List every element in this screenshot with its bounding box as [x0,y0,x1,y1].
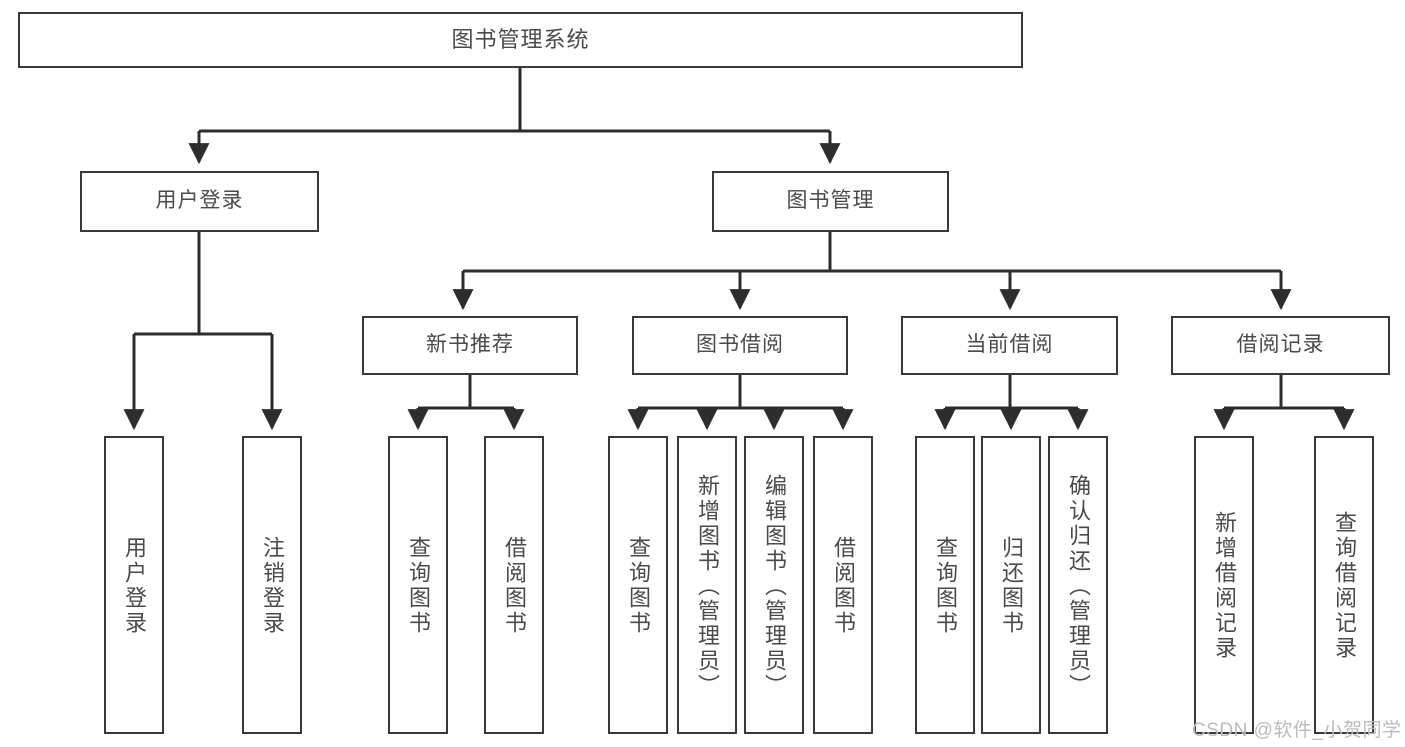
leaf-borrow-book-2[interactable]: 借阅图书 [813,436,873,734]
leaf-confirm-return[interactable]: 确认归还（管理员） [1048,436,1108,734]
leaf-edit-book-label: 编辑图书（管理员） [762,473,787,699]
leaf-query-record-label: 查询借阅记录 [1332,511,1357,661]
node-current-borrow[interactable]: 当前借阅 [901,316,1118,375]
node-book-management-label: 图书管理 [786,189,875,213]
leaf-edit-book[interactable]: 编辑图书（管理员） [744,436,804,734]
node-user-login-label: 用户登录 [155,189,244,213]
leaf-confirm-return-label: 确认归还（管理员） [1066,473,1091,699]
leaf-add-book[interactable]: 新增图书（管理员） [677,436,737,734]
node-root-label: 图书管理系统 [451,27,590,53]
node-user-login[interactable]: 用户登录 [80,171,319,232]
leaf-add-book-label: 新增图书（管理员） [695,473,720,699]
node-book-borrow[interactable]: 图书借阅 [632,316,848,375]
leaf-borrow-book-1[interactable]: 借阅图书 [484,436,544,734]
leaf-query-record[interactable]: 查询借阅记录 [1314,436,1374,734]
leaf-return-book-label: 归还图书 [999,536,1024,636]
node-current-borrow-label: 当前借阅 [965,333,1054,357]
leaf-query-book-3-label: 查询图书 [933,536,958,636]
leaf-query-book-3[interactable]: 查询图书 [915,436,975,734]
leaf-query-book-1-label: 查询图书 [406,536,431,636]
leaf-borrow-book-1-label: 借阅图书 [502,536,527,636]
leaf-query-book-1[interactable]: 查询图书 [388,436,448,734]
leaf-borrow-book-2-label: 借阅图书 [831,536,856,636]
leaf-query-book-2-label: 查询图书 [626,536,651,636]
node-borrow-record-label: 借阅记录 [1236,333,1325,357]
node-book-management[interactable]: 图书管理 [712,171,949,232]
leaf-logout-label: 注销登录 [260,536,285,636]
node-new-book-recommend-label: 新书推荐 [426,333,514,357]
node-book-borrow-label: 图书借阅 [696,333,784,357]
leaf-user-login-label: 用户登录 [122,536,147,636]
leaf-logout[interactable]: 注销登录 [242,436,302,734]
leaf-query-book-2[interactable]: 查询图书 [608,436,668,734]
leaf-user-login[interactable]: 用户登录 [104,436,164,734]
node-root[interactable]: 图书管理系统 [18,12,1023,68]
node-new-book-recommend[interactable]: 新书推荐 [362,316,578,375]
leaf-add-record[interactable]: 新增借阅记录 [1194,436,1254,734]
node-borrow-record[interactable]: 借阅记录 [1171,316,1390,375]
leaf-add-record-label: 新增借阅记录 [1212,511,1237,661]
leaf-return-book[interactable]: 归还图书 [981,436,1041,734]
